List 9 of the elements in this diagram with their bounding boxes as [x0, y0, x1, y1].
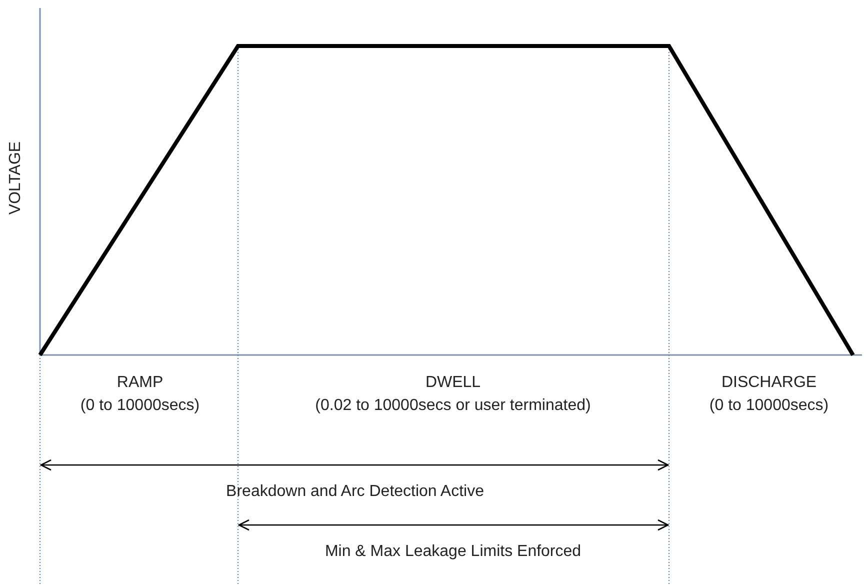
phase-duration: (0.02 to 10000secs or user terminated) [315, 397, 591, 415]
axis-label: VOLTAGE [7, 141, 25, 215]
phase-duration: (0 to 10000secs) [80, 397, 200, 415]
phase-label: RAMP [116, 374, 164, 392]
span-label: Breakdown and Arc Detection Active [226, 483, 484, 501]
span-label: Min & Max Leakage Limits Enforced [324, 543, 582, 561]
phase-label: DWELL [425, 374, 481, 392]
phase-duration: (0 to 10000secs) [709, 397, 829, 415]
phase-label: DISCHARGE [721, 374, 817, 392]
